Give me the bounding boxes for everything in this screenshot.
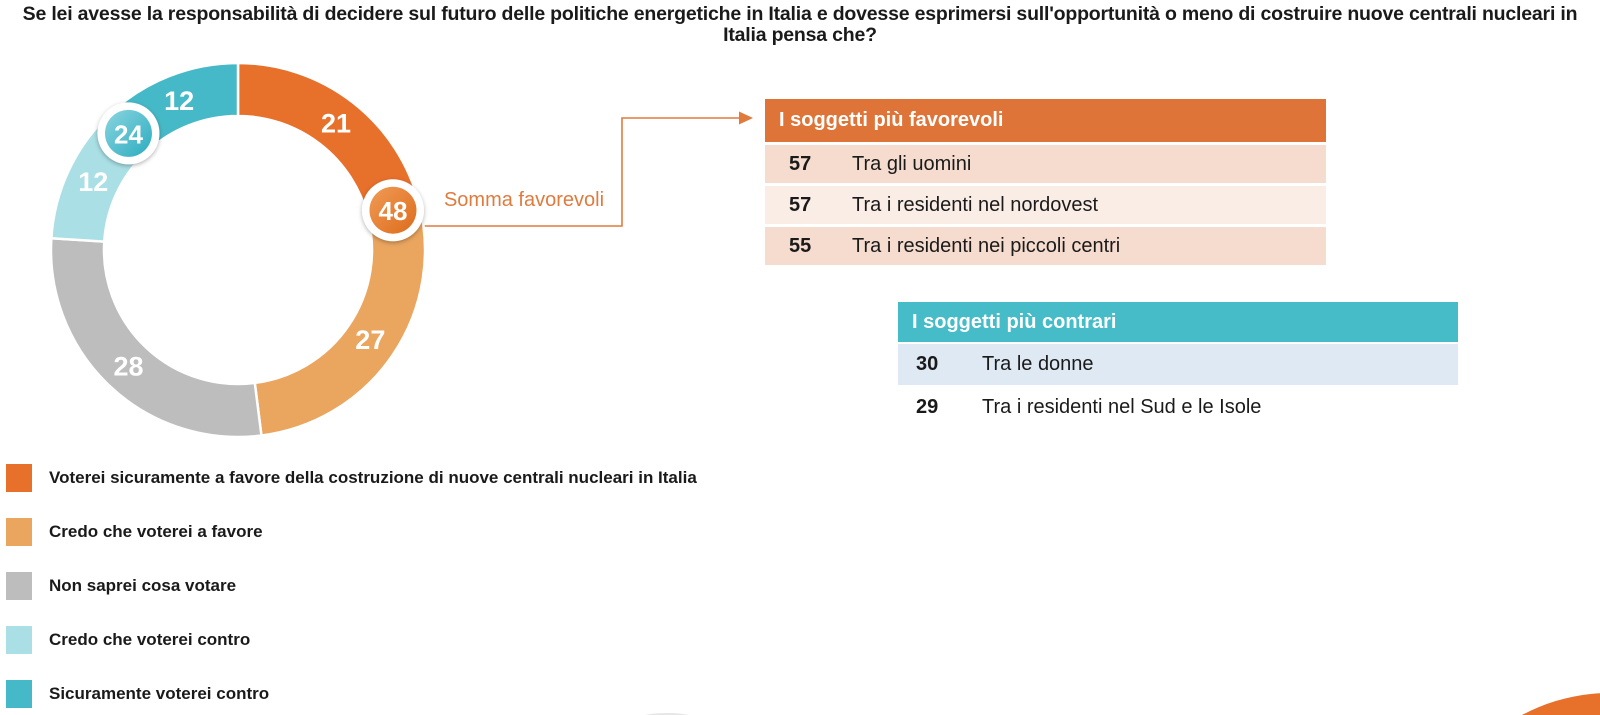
legend-item: Non saprei cosa votare [6,572,697,600]
legend-swatch [6,572,32,600]
favorevoli-table-header: I soggetti più favorevoli [765,99,1326,142]
row-label: Tra i residenti nei piccoli centri [852,234,1121,257]
row-label: Tra le donne [982,353,1094,375]
donut-segment-value: 12 [164,86,194,116]
arrowhead-icon [739,111,753,125]
row-value: 57 [789,152,812,175]
legend-item: Sicuramente voterei contro [6,680,697,708]
legend-label: Voterei sicuramente a favore della costr… [49,468,697,487]
donut-segment-2 [49,236,263,439]
callout-badge: 24 [97,102,160,165]
table-row: 57 Tra gli uomini [765,145,1326,183]
legend-swatch [6,464,32,492]
donut-chart: 21 27 28 12 12 48 24 [49,61,427,439]
legend: Voterei sicuramente a favore della costr… [6,464,697,715]
next-chart-peek [1522,693,1600,715]
row-label: Tra i residenti nel Sud e le Isole [982,396,1262,418]
legend-item: Credo che voterei a favore [6,518,697,546]
row-value: 55 [789,234,812,257]
contrari-table: I soggetti più contrari 30 Tra le donne … [898,302,1458,428]
callout-badge-value: 48 [379,196,408,226]
row-label: Tra gli uomini [852,152,972,175]
donut-segment-value: 27 [355,325,385,355]
somma-connector-arrow [424,111,753,227]
callout-badge: 48 [361,179,424,242]
row-value: 57 [789,193,812,216]
somma-favorevoli-label: Somma favorevoli [443,189,605,211]
table-row: 30 Tra le donne [898,344,1458,385]
donut-segment-value: 28 [113,352,143,382]
row-value: 29 [916,396,939,418]
legend-label: Sicuramente voterei contro [49,684,270,703]
legend-swatch [6,626,32,654]
favorevoli-table: I soggetti più favorevoli 57 Tra gli uom… [765,99,1326,265]
contrari-table-header: I soggetti più contrari [898,302,1458,342]
row-label: Tra i residenti nel nordovest [852,193,1099,216]
legend-item: Credo che voterei contro [6,626,697,654]
table-row: 55 Tra i residenti nei piccoli centri [765,227,1326,265]
table-row: 29 Tra i residenti nel Sud e le Isole [898,387,1458,428]
donut-segment-value: 12 [78,167,108,197]
callout-badge-value: 24 [114,119,143,149]
legend-swatch [6,680,32,708]
legend-label: Credo che voterei a favore [49,522,263,541]
legend-label: Non saprei cosa votare [49,576,237,595]
legend-label: Credo che voterei contro [49,630,251,649]
legend-item: Voterei sicuramente a favore della costr… [6,464,697,492]
donut-segment-value: 21 [321,109,351,139]
legend-swatch [6,518,32,546]
row-value: 30 [916,353,939,375]
table-row: 57 Tra i residenti nel nordovest [765,186,1326,224]
page-title: Se lei avesse la responsabilità di decid… [22,3,1578,46]
